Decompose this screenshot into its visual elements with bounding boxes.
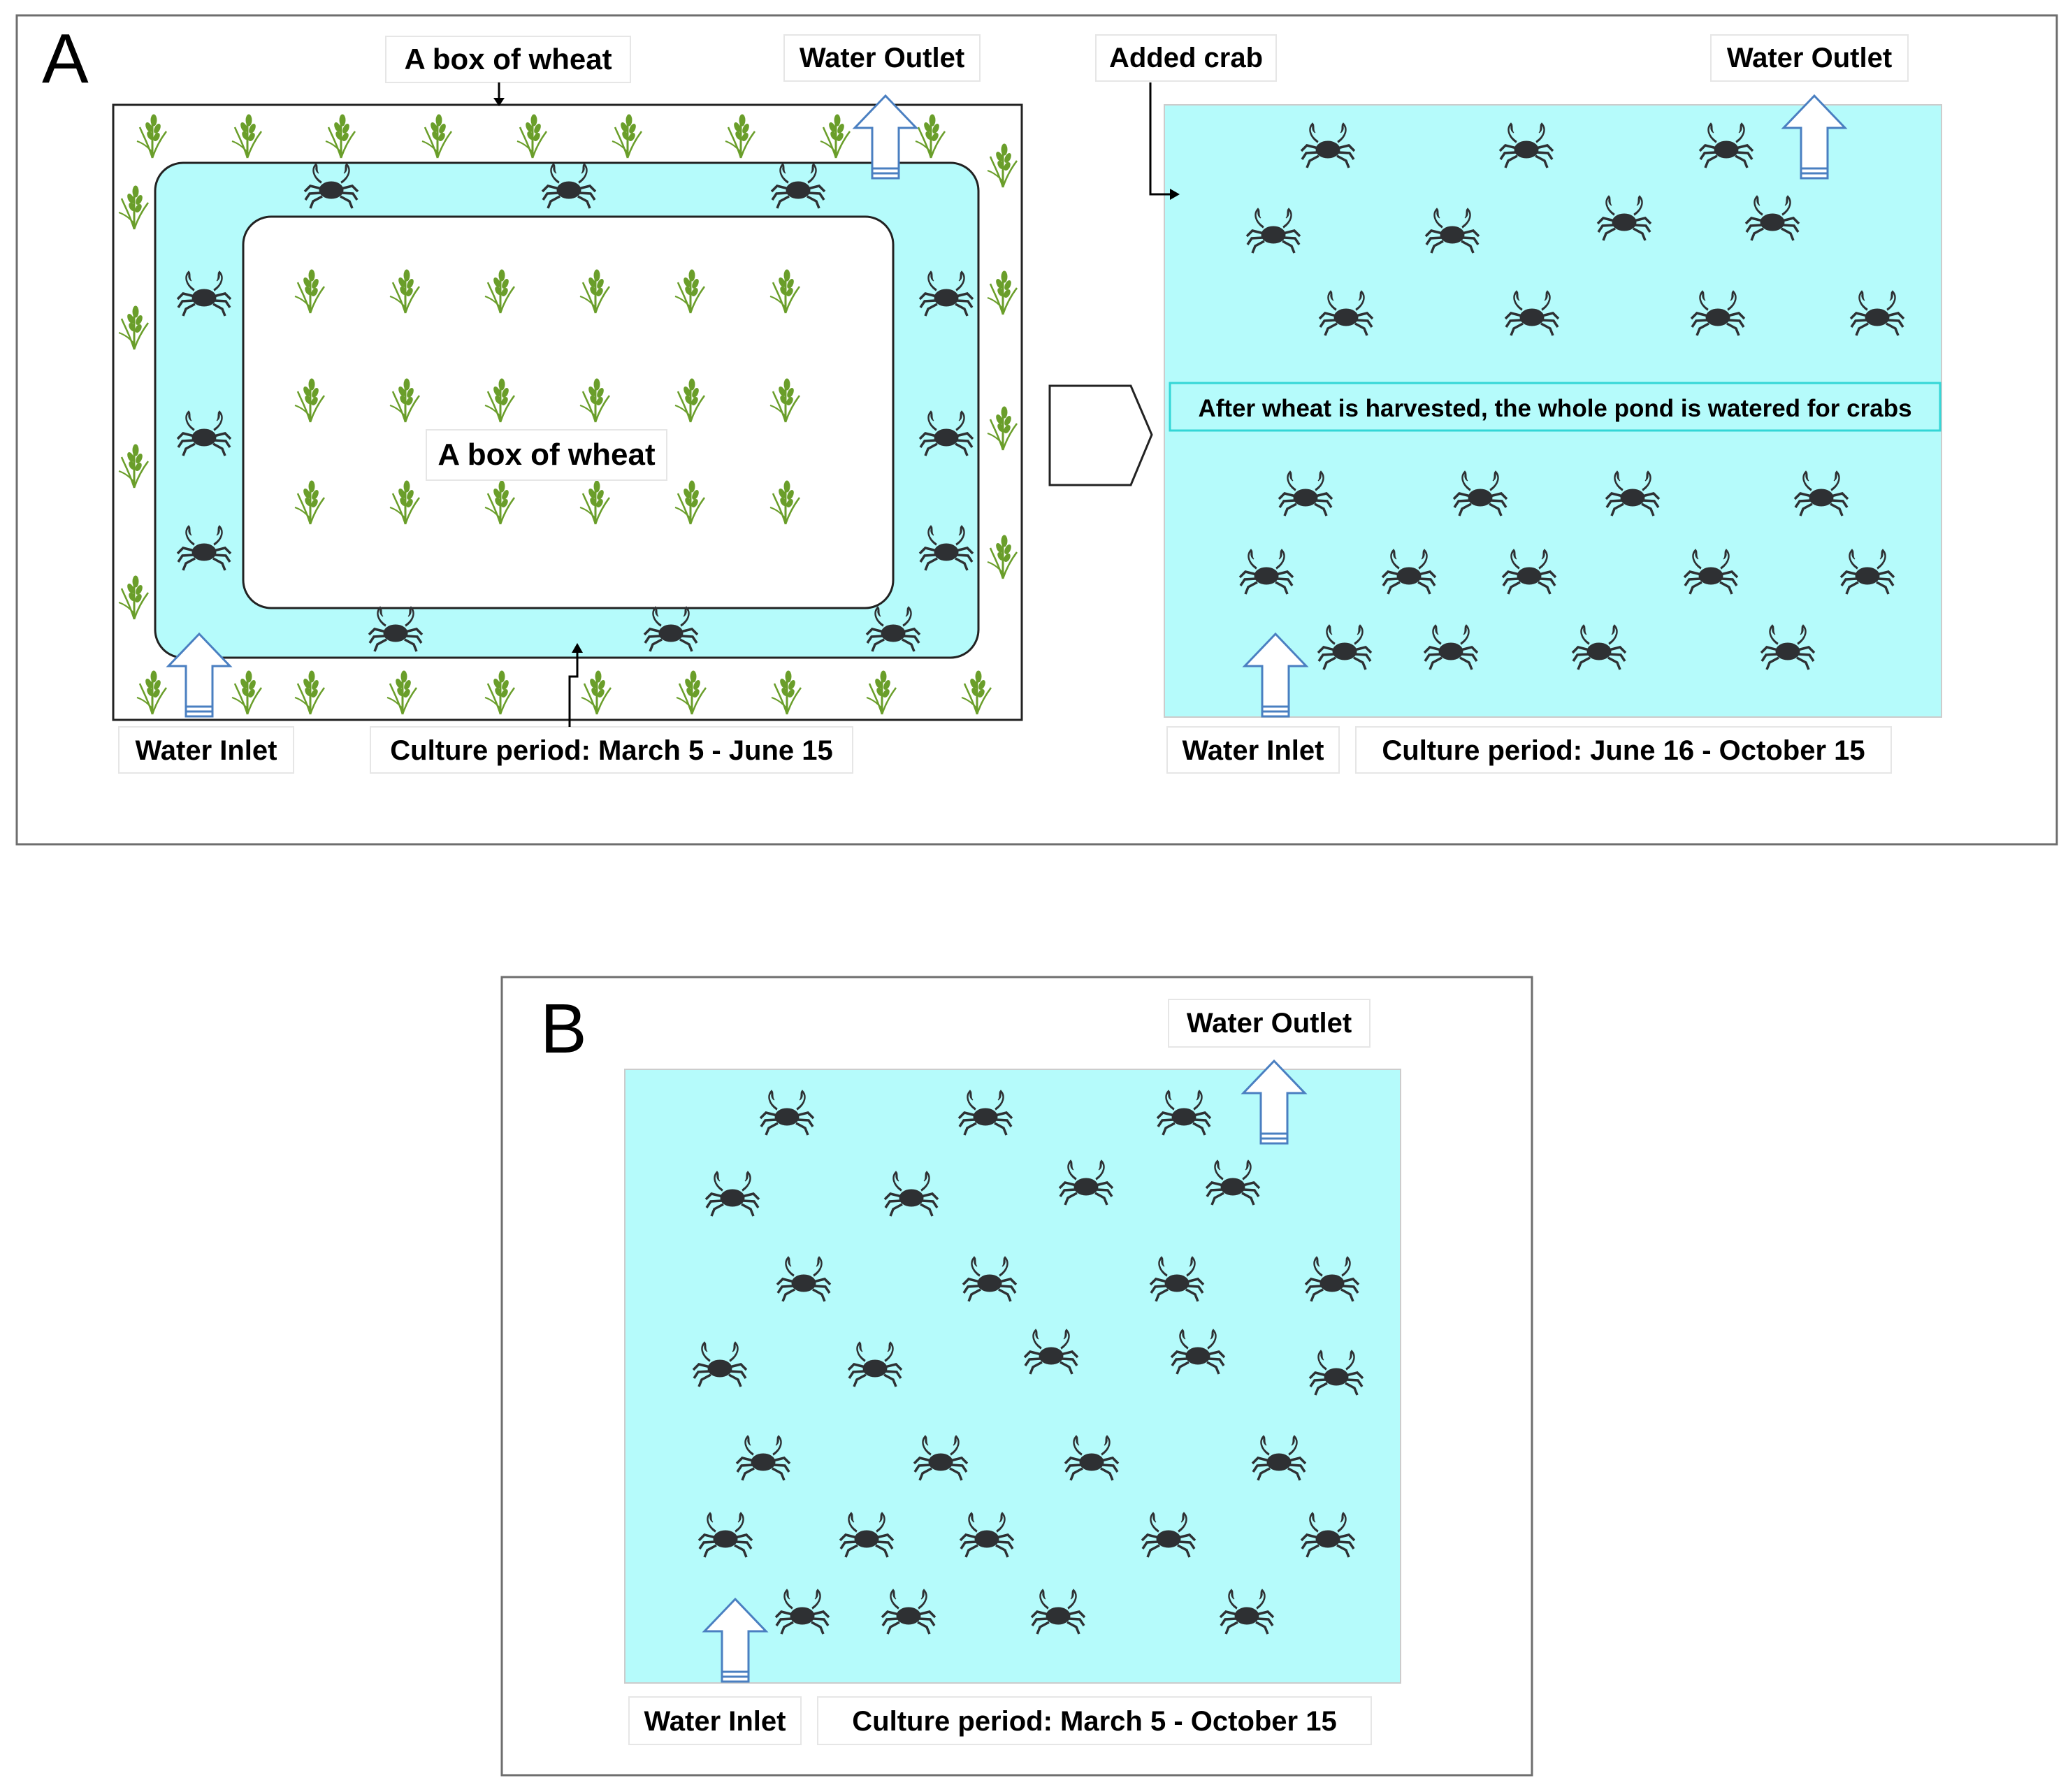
note-box xyxy=(1169,382,1942,432)
inner-wheat-box xyxy=(242,215,895,609)
panel-a-left-pond xyxy=(112,103,1023,721)
panel-a-frame xyxy=(15,14,2058,846)
label-water-outlet: Water Outlet xyxy=(1727,43,1892,73)
label-harvest-note: After wheat is harvested, the whole pond… xyxy=(1198,395,1911,422)
label-culture-period: Culture period: June 16 - October 15 xyxy=(1382,735,1865,766)
panel-b-frame xyxy=(500,976,1533,1777)
label-top-wheat-box: A box of wheat xyxy=(404,43,612,75)
label-culture-period: Culture period: March 5 - October 15 xyxy=(852,1706,1336,1737)
panel-a-letter: A xyxy=(42,20,89,98)
label-water-inlet: Water Inlet xyxy=(136,735,277,766)
label-water-inlet: Water Inlet xyxy=(1183,735,1324,766)
label-culture-period: Culture period: March 5 - June 15 xyxy=(390,735,832,766)
label-center-wheat-box: A box of wheat xyxy=(438,438,656,472)
label-water-outlet: Water Outlet xyxy=(800,43,964,73)
label-water-outlet: Water Outlet xyxy=(1187,1008,1352,1039)
label-water-inlet: Water Inlet xyxy=(644,1706,786,1737)
pentagon-arrow-icon xyxy=(1048,384,1153,486)
full-water-pond xyxy=(624,1069,1401,1684)
panel-b-letter: B xyxy=(540,990,587,1068)
label-added-crab: Added crab xyxy=(1109,43,1263,73)
